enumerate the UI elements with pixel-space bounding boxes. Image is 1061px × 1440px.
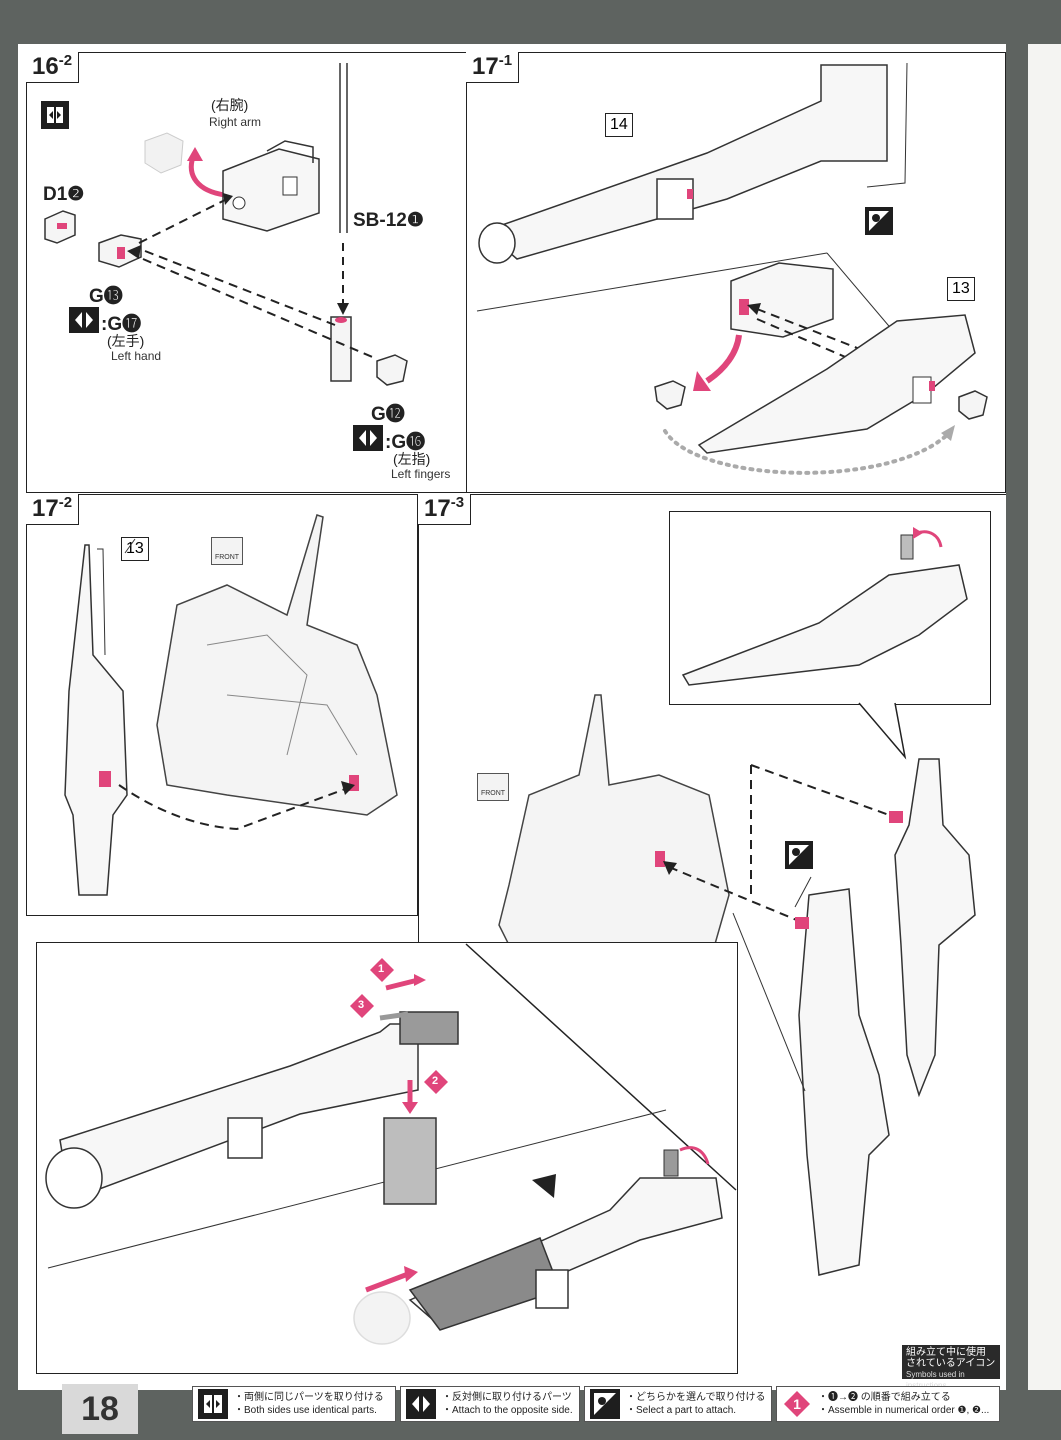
select-part-icon bbox=[590, 1389, 620, 1419]
order-mark-2: 2 bbox=[432, 1075, 439, 1087]
order-mark-1: 1 bbox=[378, 963, 385, 975]
right-arm-en-label: Right arm bbox=[209, 115, 262, 129]
step-17-1-label: 17-1 bbox=[466, 52, 520, 83]
legend-both-sides: ・両側に同じパーツを取り付ける・Both sides use identical… bbox=[192, 1386, 396, 1422]
part-13-box-2: 13 bbox=[121, 537, 149, 561]
front-marker: FRONT bbox=[211, 537, 243, 565]
step-16-2-label: 16-2 bbox=[26, 52, 80, 83]
part-sb12-label: SB-12❶ bbox=[353, 210, 424, 231]
select-part-icon-2 bbox=[785, 841, 813, 869]
next-page-edge bbox=[1028, 44, 1061, 1390]
bazooka-detail-inset bbox=[36, 942, 738, 1374]
left-fingers-en-label: Left fingers bbox=[391, 467, 451, 481]
order-mark-3: 3 bbox=[358, 999, 365, 1011]
step-17-2-label: 17-2 bbox=[26, 494, 80, 525]
step-17-2-illustration bbox=[64, 514, 398, 896]
opposite-side-icon bbox=[406, 1389, 436, 1419]
both-sides-icon bbox=[41, 101, 69, 129]
opposite-side-icon bbox=[69, 307, 99, 333]
left-fingers-jp-label: (左指) bbox=[393, 451, 431, 467]
legend-both-sides-en: ・Both sides use identical parts. bbox=[234, 1405, 377, 1416]
legend-select-part: ・どちらかを選んで取り付ける・Select a part to attach. bbox=[584, 1386, 772, 1422]
legend-opposite-side: ・反対側に取り付けるパーツ・Attach to the opposite sid… bbox=[400, 1386, 580, 1422]
part-d1-label: D1❷ bbox=[43, 184, 85, 205]
step-17-2-panel: 17-2 13 FRONT bbox=[26, 494, 418, 916]
part-14-box: 14 bbox=[605, 113, 633, 137]
symbols-jp-line-2: されているアイコン bbox=[906, 1358, 996, 1369]
step-16-2-panel: 16-2 (右腕) Right arm D1❷ SB-12❶ G⓭ :G⓱ (左… bbox=[26, 52, 467, 493]
front-marker-2: FRONT bbox=[477, 773, 509, 801]
legend-select-part-en: ・Select a part to attach. bbox=[626, 1405, 737, 1416]
legend-opposite-side-jp: ・反対側に取り付けるパーツ bbox=[442, 1392, 572, 1403]
left-hand-en-label: Left hand bbox=[111, 349, 162, 363]
legend-both-sides-jp: ・両側に同じパーツを取り付ける bbox=[234, 1392, 384, 1403]
legend-numerical-order-en: ・Assemble in numerical order ❶, ❷... bbox=[818, 1405, 990, 1416]
part-g13-label: G⓭ bbox=[89, 286, 123, 307]
step-17-1-illustration bbox=[476, 62, 988, 475]
step-16-2-illustration bbox=[44, 63, 408, 386]
numerical-order-icon: 1 bbox=[782, 1389, 812, 1419]
svg-text:1: 1 bbox=[793, 1396, 801, 1412]
symbols-en-line: Symbols used in instructions bbox=[906, 1370, 965, 1390]
alt-g17-label: :G⓱ bbox=[101, 314, 142, 335]
legend-numerical-order: 1 ・❶→❷ の順番で組み立てる・Assemble in numerical o… bbox=[776, 1386, 1000, 1422]
legend-numerical-order-jp: ・❶→❷ の順番で組み立てる bbox=[818, 1392, 951, 1403]
step-17-1-panel: 17-1 14 13 bbox=[466, 52, 1006, 493]
page-number: 18 bbox=[62, 1384, 138, 1434]
right-arm-jp-label: (右腕) bbox=[211, 97, 249, 113]
part-g12-label: G⓬ bbox=[371, 404, 405, 425]
step-17-3-illustration bbox=[498, 527, 976, 1276]
select-part-icon bbox=[865, 207, 893, 235]
legend-opposite-side-en: ・Attach to the opposite side. bbox=[442, 1405, 573, 1416]
opposite-side-icon-2 bbox=[353, 425, 383, 451]
legend-select-part-jp: ・どちらかを選んで取り付ける bbox=[626, 1392, 766, 1403]
step-17-3-label: 17-3 bbox=[418, 494, 472, 525]
symbols-used-box: 組み立て中に使用 されているアイコン Symbols used in instr… bbox=[902, 1345, 1000, 1390]
symbols-jp-line-1: 組み立て中に使用 bbox=[906, 1347, 986, 1358]
alt-g16-label: :G⓰ bbox=[385, 432, 426, 453]
part-13-box: 13 bbox=[947, 277, 975, 301]
both-sides-icon bbox=[198, 1389, 228, 1419]
left-hand-jp-label: (左手) bbox=[107, 333, 145, 349]
